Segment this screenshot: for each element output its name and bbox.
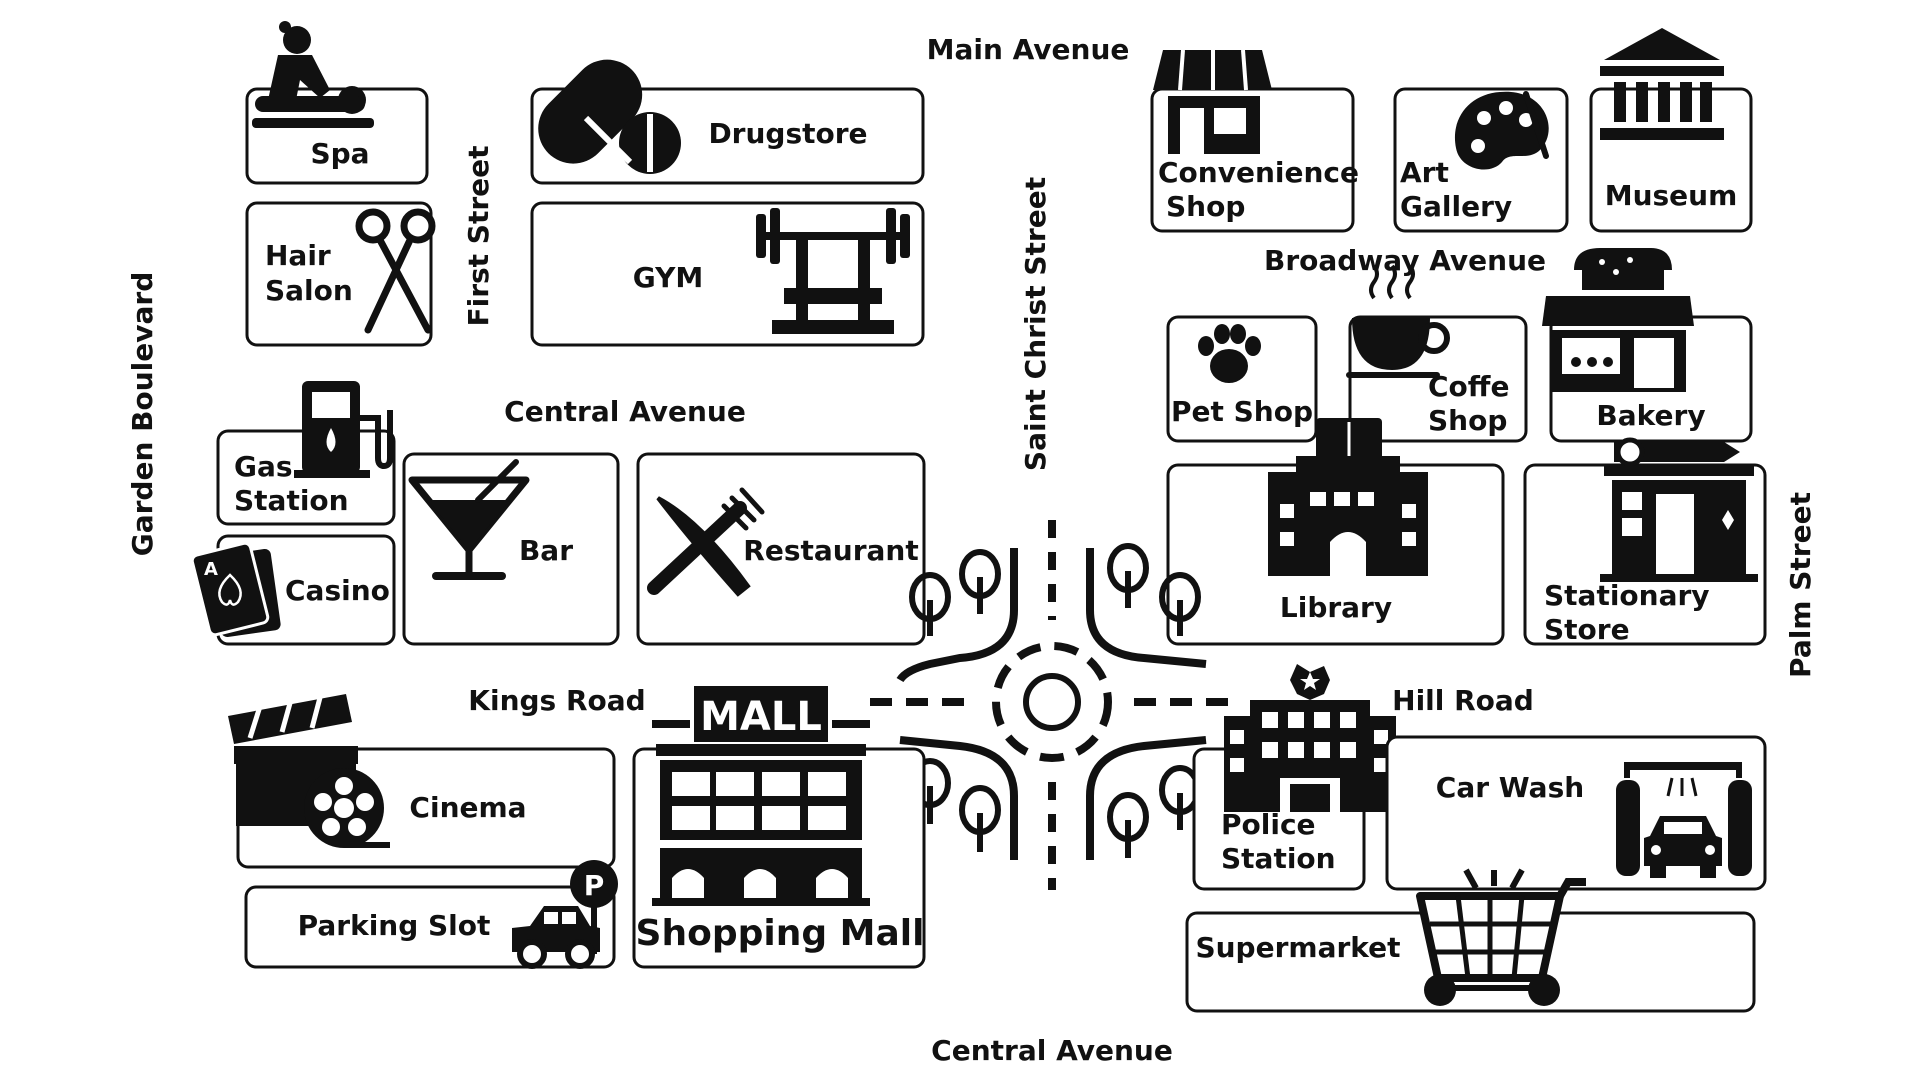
bakery-label: Bakery — [1596, 399, 1705, 432]
art-gallery-label-line2: Gallery — [1400, 190, 1512, 223]
mall-sign-label: MALL — [700, 694, 822, 740]
street-central-avenue-bottom: Central Avenue — [931, 1034, 1173, 1067]
place-gas-station[interactable]: Gas Station — [216, 381, 396, 526]
spa-label: Spa — [310, 137, 369, 170]
storefront-icon — [1153, 49, 1272, 154]
place-coffee-shop[interactable]: Coffe Shop — [1346, 264, 1528, 443]
art-gallery-label-line1: Art — [1400, 156, 1449, 189]
place-police-station[interactable]: Police Station — [1192, 664, 1396, 891]
street-hill-road: Hill Road — [1392, 684, 1534, 717]
place-convenience-shop[interactable]: Convenience Shop — [1150, 49, 1359, 233]
hair-salon-label-line2: Salon — [265, 274, 353, 307]
cinema-label: Cinema — [409, 791, 526, 824]
car-parking-icon: P — [512, 860, 618, 969]
place-restaurant[interactable]: Restaurant — [636, 452, 926, 646]
mall-building-icon: MALL — [652, 686, 870, 906]
place-shopping-mall[interactable]: MALL Shopping Mall — [632, 686, 926, 969]
paw-icon — [1198, 324, 1261, 383]
parking-slot-label: Parking Slot — [298, 909, 491, 942]
place-casino[interactable]: A Casino — [190, 534, 396, 646]
museum-label: Museum — [1605, 179, 1738, 212]
gym-label: GYM — [633, 261, 704, 294]
gas-station-label-line1: Gas — [234, 450, 293, 483]
tree-icon — [909, 543, 1201, 858]
place-pet-shop[interactable]: Pet Shop — [1166, 315, 1318, 443]
place-car-wash[interactable]: Car Wash — [1385, 735, 1767, 891]
restaurant-label: Restaurant — [743, 534, 918, 567]
drugstore-label: Drugstore — [708, 117, 867, 150]
library-building-icon — [1268, 418, 1428, 576]
museum-building-icon — [1600, 28, 1724, 140]
street-saint-christ-street: Saint Christ Street — [1019, 177, 1052, 471]
convenience-label-line1: Convenience — [1158, 156, 1359, 189]
bar-label: Bar — [519, 534, 573, 567]
roundabout-icon — [870, 520, 1236, 890]
street-garden-boulevard: Garden Boulevard — [126, 272, 159, 557]
cocktail-glass-icon — [408, 459, 530, 580]
clapperboard-icon — [228, 689, 390, 848]
street-first-street: First Street — [462, 145, 495, 326]
shopping-mall-label: Shopping Mall — [636, 913, 925, 954]
place-art-gallery[interactable]: Art Gallery — [1393, 87, 1569, 233]
bakery-shop-icon — [1542, 248, 1694, 392]
playing-cards-icon: A — [190, 541, 281, 637]
street-palm-street: Palm Street — [1784, 492, 1817, 678]
place-museum[interactable]: Museum — [1589, 28, 1753, 233]
street-main-avenue: Main Avenue — [927, 33, 1130, 66]
shopping-cart-icon — [1416, 868, 1586, 1006]
place-bakery[interactable]: Bakery — [1542, 248, 1753, 443]
hair-salon-label-line1: Hair — [265, 239, 331, 272]
place-cinema[interactable]: Cinema — [228, 689, 616, 869]
pet-shop-label: Pet Shop — [1171, 395, 1313, 428]
stationery-shop-icon — [1600, 437, 1758, 582]
card-letter: A — [204, 559, 218, 580]
coffee-shop-label-line1: Coffe — [1428, 370, 1509, 403]
scissors-icon — [355, 208, 436, 334]
place-stationary-store[interactable]: Stationary Store — [1523, 437, 1767, 646]
parking-icon-letter: P — [584, 869, 605, 902]
place-library[interactable]: Library — [1166, 418, 1505, 646]
place-drugstore[interactable]: Drugstore — [524, 45, 925, 185]
convenience-label-line2: Shop — [1166, 190, 1245, 223]
gas-station-label-line2: Station — [234, 484, 349, 517]
coffee-cup-icon — [1346, 264, 1450, 378]
weight-bench-icon — [756, 208, 910, 334]
police-station-label-line2: Station — [1221, 842, 1336, 875]
massage-icon — [252, 21, 374, 128]
car-wash-label: Car Wash — [1436, 771, 1584, 804]
supermarket-label: Supermarket — [1195, 931, 1400, 964]
street-central-avenue-top: Central Avenue — [504, 395, 746, 428]
palette-icon — [1454, 91, 1549, 170]
place-spa[interactable]: Spa — [245, 21, 429, 185]
library-label: Library — [1280, 591, 1392, 624]
knife-fork-icon — [647, 487, 765, 597]
car-wash-icon — [1616, 762, 1752, 878]
place-gym[interactable]: GYM — [530, 201, 925, 347]
stationary-label-line1: Stationary — [1544, 579, 1710, 612]
stationary-label-line2: Store — [1544, 613, 1630, 646]
police-building-icon — [1224, 664, 1396, 812]
place-parking-slot[interactable]: Parking Slot P — [244, 860, 618, 969]
fuel-pump-icon — [294, 381, 393, 478]
pills-icon — [538, 59, 681, 174]
street-broadway-avenue: Broadway Avenue — [1264, 244, 1546, 277]
place-bar[interactable]: Bar — [402, 452, 620, 646]
street-kings-road: Kings Road — [468, 684, 645, 717]
coffee-shop-label-line2: Shop — [1428, 404, 1507, 437]
place-supermarket[interactable]: Supermarket — [1185, 868, 1756, 1013]
casino-label: Casino — [285, 574, 390, 607]
police-station-label-line1: Police — [1221, 808, 1316, 841]
place-hair-salon[interactable]: Hair Salon — [245, 201, 436, 347]
